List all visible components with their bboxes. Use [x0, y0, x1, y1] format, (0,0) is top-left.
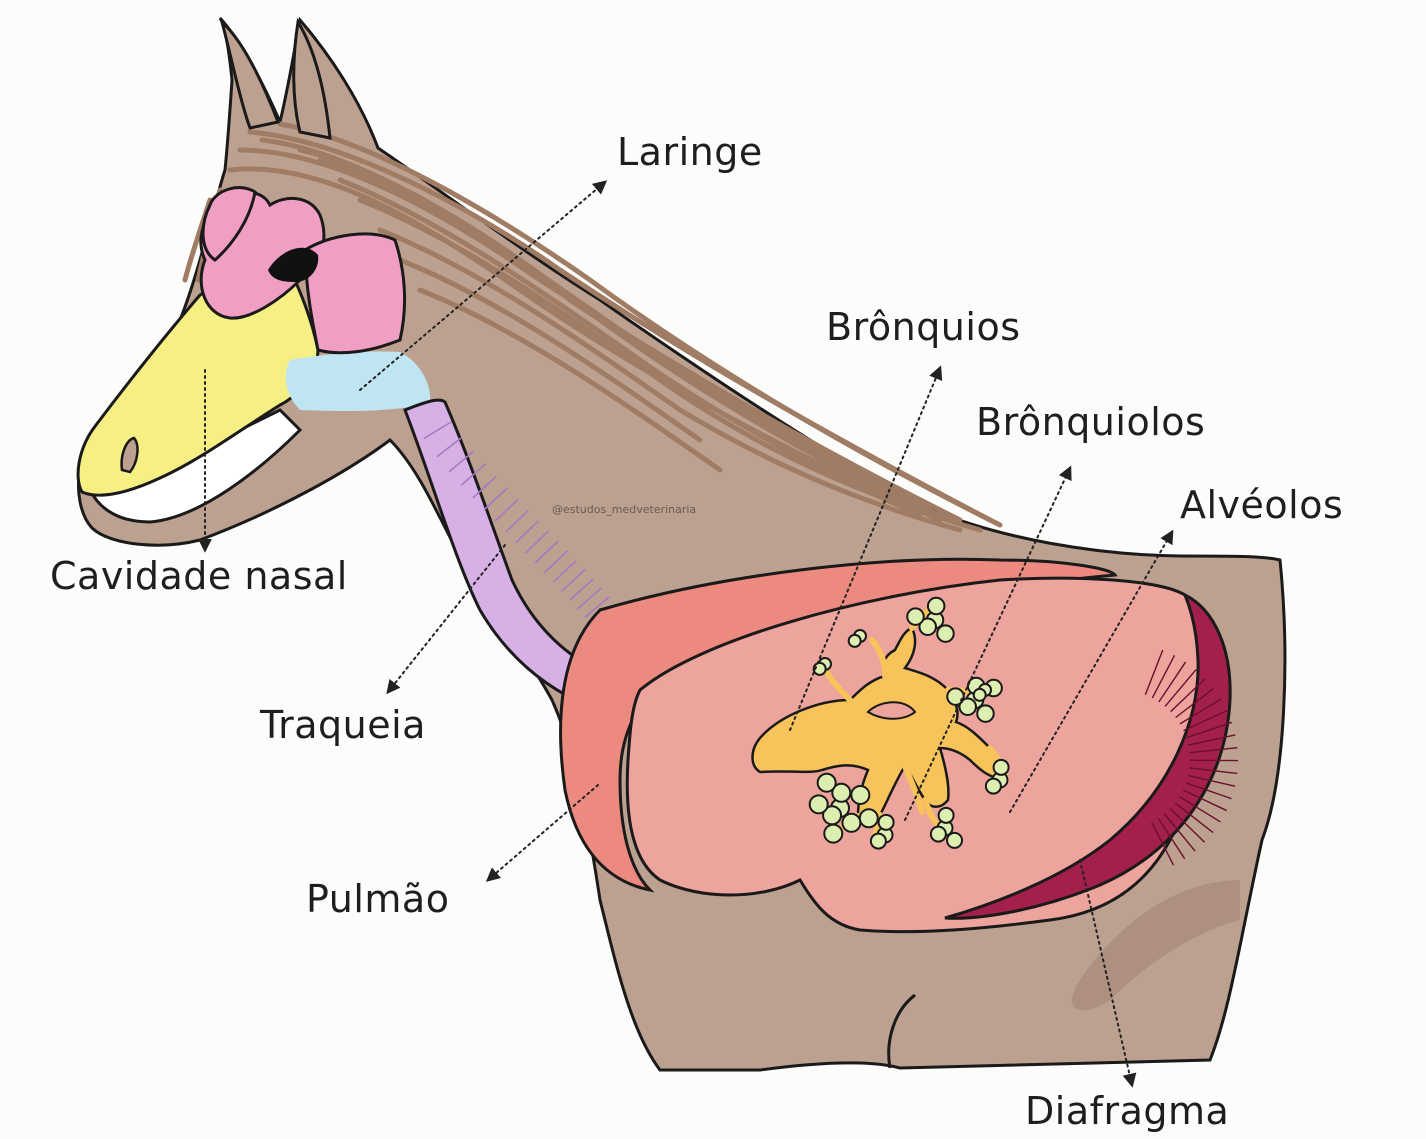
alveolus	[907, 608, 924, 625]
larynx	[286, 352, 431, 411]
sinus-back	[305, 234, 405, 353]
alveolus	[931, 827, 946, 842]
horse-body	[79, 18, 1285, 1070]
label-cavidade-nasal: Cavidade nasal	[50, 557, 348, 595]
alveolus	[977, 705, 994, 722]
alveolus	[818, 774, 836, 792]
alveolus	[939, 808, 954, 823]
alveolus	[947, 833, 962, 848]
alveolus	[849, 635, 861, 647]
watermark-handle: @estudos_medveterinaria	[552, 503, 696, 516]
alveolus	[879, 815, 894, 830]
label-alveolos: Alvéolos	[1180, 486, 1343, 524]
alveolus	[928, 598, 945, 615]
alveolus	[994, 760, 1009, 775]
label-bronquios: Brônquios	[826, 308, 1021, 346]
alveolus	[947, 688, 964, 705]
alveolus	[824, 825, 842, 843]
alveolus	[860, 809, 878, 827]
alveolus	[851, 786, 869, 804]
alveolus	[937, 625, 954, 642]
label-pulmao: Pulmão	[306, 880, 449, 918]
alveolus	[810, 795, 828, 813]
label-traqueia: Traqueia	[260, 706, 426, 744]
alveolus	[974, 689, 986, 701]
alveolus	[986, 779, 1001, 794]
label-diafragma: Diafragma	[1025, 1092, 1229, 1130]
label-bronquiolos: Brônquiolos	[976, 403, 1205, 441]
alveolus	[871, 834, 886, 849]
alveolus	[842, 814, 860, 832]
label-laringe: Laringe	[617, 133, 763, 171]
